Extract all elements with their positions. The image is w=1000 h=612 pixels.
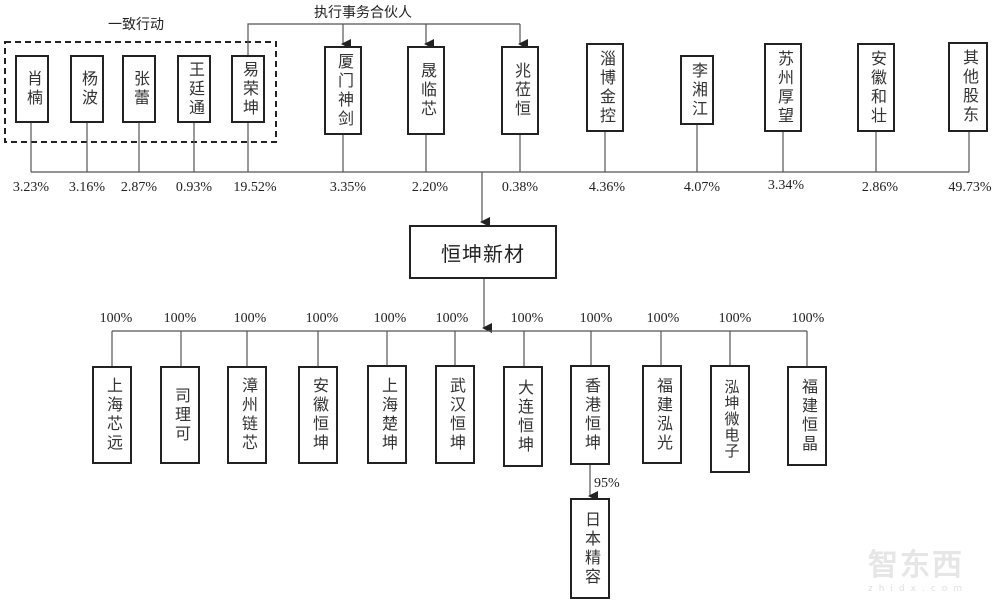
subsidiary-box: 司理可 [160,366,200,464]
shareholder-box: 厦门神剑 [324,46,362,135]
subsidiary-pct: 100% [99,311,133,326]
subsidiary-box: 泓坤微电子 [710,365,750,473]
shareholding-pct: 3.35% [329,180,367,195]
concert-group-label: 一致行动 [108,18,164,33]
shareholding-pct: 2.20% [411,180,449,195]
main-company-box: 恒坤新材 [409,225,557,279]
subsidiary-name: 武汉恒坤 [447,376,464,453]
shareholder-name: 易荣坤 [240,60,257,118]
subsidiary-box: 上海楚坤 [367,365,407,464]
subsidiary-pct: 100% [791,311,825,326]
subsidiary-name: 漳州链芯 [239,377,256,453]
watermark-sub: zhidx.com [868,584,969,594]
subsidiary-box: 武汉恒坤 [435,365,475,464]
shareholder-name: 兆莅恒 [512,62,529,119]
shareholder-name: 安徽和壮 [868,49,885,126]
shareholding-pct: 0.38% [501,180,539,195]
subsidiary-box: 大连恒坤 [503,366,543,467]
main-company-name: 恒坤新材 [441,243,525,266]
shareholder-name: 淄博金控 [597,49,614,126]
shareholder-name: 王廷通 [186,60,203,118]
shareholder-box: 王廷通 [177,55,211,123]
shareholder-box: 晟临芯 [407,46,445,135]
concert-group-box [4,41,277,143]
subsidiary-name: 福建恒晶 [799,378,816,454]
shareholder-name: 苏州厚望 [775,49,792,126]
shareholder-box: 安徽和壮 [857,43,895,132]
watermark-text: 智东西 [868,548,964,583]
shareholding-pct: 3.23% [12,180,50,195]
subsidiary-name: 上海楚坤 [379,376,396,453]
subsidiary-name: 香港恒坤 [582,377,599,453]
subsidiary-pct: 100% [646,311,680,326]
shareholding-pct: 19.52% [233,180,277,195]
subsidiary-name: 司理可 [172,386,189,444]
subsidiary-name: 上海芯远 [104,377,121,453]
subsidiary-pct: 100% [435,311,469,326]
subsidiary-box: 福建泓光 [642,365,682,464]
shareholding-pct: 4.07% [683,180,721,195]
shareholder-box: 杨波 [70,55,104,123]
subsidiary-name: 福建泓光 [654,376,671,453]
subsidiary-pct: 100% [163,311,197,326]
shareholder-name: 李湘江 [689,61,706,119]
shareholder-box: 李湘江 [680,55,714,125]
shareholder-box: 其他股东 [948,42,988,132]
subsidiary-pct: 100% [718,311,752,326]
shareholding-pct: 3.34% [767,178,805,193]
shareholding-pct: 2.86% [861,180,899,195]
shareholder-box: 肖楠 [15,55,49,123]
subsidiary-box: 福建恒晶 [787,366,827,466]
subsidiary-name: 安徽恒坤 [310,377,327,453]
subsidiary-name: 泓坤微电子 [722,379,739,459]
subsidiary-box: 安徽恒坤 [298,366,338,464]
shareholding-pct: 4.36% [588,180,626,195]
shareholder-box: 张蕾 [122,55,156,123]
shareholder-name: 晟临芯 [418,62,435,119]
executive-partner-label: 执行事务合伙人 [314,6,412,21]
subsidiary-pct: 100% [233,311,267,326]
subsidiary-box: 上海芯远 [92,366,132,464]
shareholder-box: 苏州厚望 [764,43,802,132]
shareholding-pct: 0.93% [175,180,213,195]
subsidiary-name: 大连恒坤 [515,378,532,455]
shareholder-name: 其他股东 [960,49,977,125]
subsidiary-pct: 100% [510,311,544,326]
subsidiary-box: 香港恒坤 [570,365,610,465]
shareholder-name: 杨波 [79,70,96,108]
shareholding-pct: 49.73% [948,180,992,195]
watermark-logo: 智东西 zhidx.com [868,540,968,594]
sub-subsidiary-pct: 95% [594,476,620,491]
shareholder-box: 兆莅恒 [501,46,539,135]
subsidiary-box: 漳州链芯 [227,366,267,464]
shareholder-name: 张蕾 [131,70,148,108]
sub-subsidiary-name: 日本精容 [582,510,599,587]
subsidiary-pct: 100% [305,311,339,326]
shareholder-box: 易荣坤 [231,55,265,123]
shareholder-name: 厦门神剑 [335,52,352,129]
subsidiary-pct: 100% [373,311,407,326]
shareholder-name: 肖楠 [24,70,41,108]
shareholding-pct: 3.16% [68,180,106,195]
shareholder-box: 淄博金控 [586,43,624,132]
sub-subsidiary-box: 日本精容 [570,498,610,599]
shareholding-pct: 2.87% [120,180,158,195]
subsidiary-pct: 100% [579,311,613,326]
